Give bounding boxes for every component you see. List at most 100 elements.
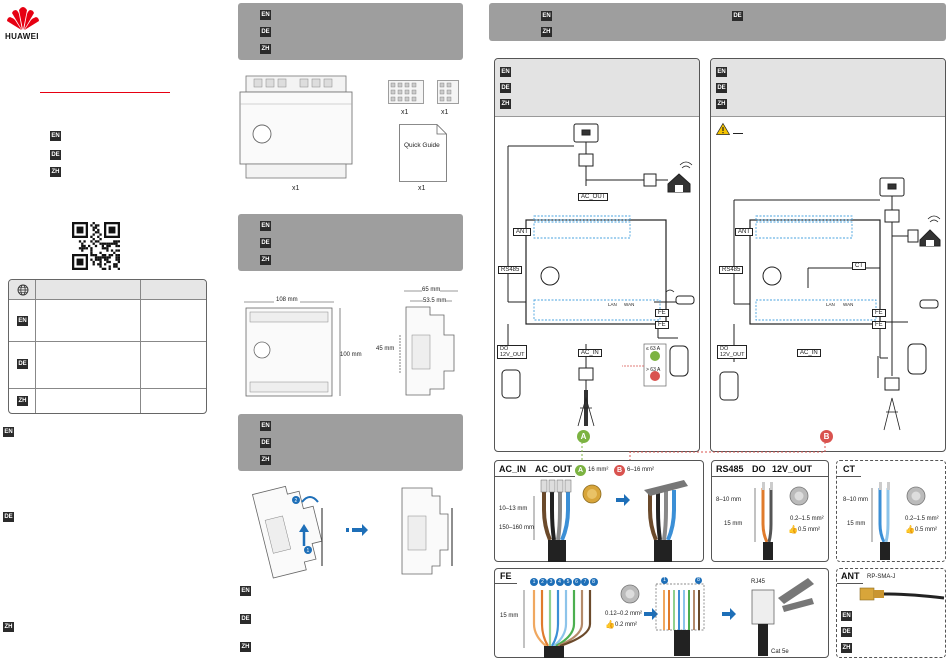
ct-thumb-icon: 👍 <box>905 525 915 534</box>
rs-strip-1: 8–10 mm <box>716 497 742 503</box>
fe-pin1-marker: 1 <box>661 577 668 584</box>
svg-text:2: 2 <box>295 498 298 504</box>
globe-icon <box>17 284 29 296</box>
ac-cable-drawing <box>533 479 688 562</box>
warning-rule <box>733 133 743 134</box>
fe-thumb-icon: 👍 <box>605 620 615 629</box>
b-fe-2: FE <box>872 321 886 329</box>
fe-title-bar <box>495 583 517 584</box>
install-tag-zh: ZH <box>260 455 271 465</box>
lang-tag-zh: ZH <box>50 167 61 177</box>
ant-tag-en: EN <box>841 611 852 621</box>
device-count: x1 <box>292 185 300 192</box>
ant-title-bar <box>837 583 863 584</box>
dim-depth-part: 53.5 mm <box>423 298 447 304</box>
b-fe-1: FE <box>872 309 886 317</box>
wiring-header: EN ZH DE <box>489 3 946 41</box>
ant-panel: ANT RP-SMA-J EN DE ZH <box>836 568 946 658</box>
terminal-b-count: x1 <box>441 109 449 116</box>
package-tag-en: EN <box>260 10 271 20</box>
fe-title: FE <box>500 571 512 581</box>
v12-title: 12V_OUT <box>772 464 813 474</box>
acin-title: AC_IN <box>499 464 527 474</box>
terminal-a-count: x1 <box>401 109 409 116</box>
table-row-en: EN <box>17 316 28 326</box>
dimensions-tag-de: DE <box>260 238 271 248</box>
fe-cable-drawing <box>523 578 814 658</box>
a-lan: LAN <box>608 302 617 307</box>
qr-code-image <box>72 222 120 270</box>
b-do-line2: 12V_OUT <box>720 352 745 358</box>
qr-code[interactable] <box>72 222 120 270</box>
fe-pin8-marker: 8 <box>695 577 702 584</box>
lang-tag-de: DE <box>50 150 61 160</box>
b-ct: CT <box>852 262 866 270</box>
acout-title: AC_OUT <box>535 464 573 474</box>
rs-size: 0.2–1.5 mm² <box>790 516 824 522</box>
fe-size: 0.12–0.2 mm² <box>605 611 643 617</box>
strip-length-1: 10–13 mm <box>499 506 528 512</box>
package-header: EN DE ZH <box>238 3 463 60</box>
b-ac-in: AC_IN <box>797 349 821 357</box>
bottom-tag-en: EN <box>240 586 251 596</box>
cat5e-label: Cat 5e <box>771 649 789 655</box>
scenario-a-tag-en: EN <box>500 67 511 77</box>
dimension-side-drawing <box>399 290 458 396</box>
language-table: EN DE ZH <box>8 279 207 414</box>
b-do-label: DO 12V_OUT <box>717 345 748 359</box>
warning-icon <box>715 122 731 135</box>
quick-guide-icon <box>399 124 447 182</box>
fe-pin-number: 6 <box>572 578 581 586</box>
dim-height: 100 mm <box>340 352 362 358</box>
quick-guide-count: x1 <box>418 185 426 192</box>
rs-thumb-icon: 👍 <box>788 525 798 534</box>
ant-type: RP-SMA-J <box>867 574 896 580</box>
install-tag-de: DE <box>260 438 271 448</box>
a-le63: ≤ 63 A <box>646 346 661 352</box>
ct-strip-2: 15 mm <box>847 521 866 527</box>
do-title: DO <box>752 464 766 474</box>
installation-header: EN DE ZH <box>238 414 463 471</box>
fe-pin-number: 8 <box>589 578 598 586</box>
scenario-b-header <box>711 59 945 117</box>
scenario-a-schematic <box>501 123 695 427</box>
table-row-zh: ZH <box>17 396 28 406</box>
section-tag-zh: ZH <box>3 622 14 632</box>
ct-title-bar <box>837 476 861 477</box>
scenario-b-schematic <box>719 177 941 431</box>
package-tag-zh: ZH <box>260 44 271 54</box>
ant-tag-de: DE <box>841 627 852 637</box>
rs-strip-2: 15 mm <box>724 521 743 527</box>
a-do-line2: 12V_OUT <box>500 352 525 358</box>
fe-pin-number: 3 <box>547 578 555 586</box>
marker-a[interactable]: A <box>577 430 590 443</box>
svg-text:1: 1 <box>307 548 310 554</box>
marker-a-small: A <box>575 465 586 476</box>
huawei-logo: HUAWEI <box>5 6 40 42</box>
scenario-a-tag-de: DE <box>500 83 511 93</box>
a-do-line1: DO <box>500 346 509 352</box>
fe-pin-number: 5 <box>564 578 572 586</box>
install-tag-en: EN <box>260 421 271 431</box>
wiring-tag-en: EN <box>541 11 552 21</box>
scenario-a-tag-zh: ZH <box>500 99 511 109</box>
title-underline <box>40 92 170 93</box>
table-header <box>9 280 206 300</box>
fe-pin-number: 1 <box>530 578 538 586</box>
ct-panel: CT 8–10 mm 15 mm 0.2–1.5 mm² 0.5 mm² 👍 <box>836 460 946 562</box>
fe-rec: 0.2 mm² <box>615 622 638 628</box>
dim-depth-total: 65 mm <box>422 287 441 293</box>
scenario-a-header <box>495 59 699 117</box>
section-tag-de: DE <box>3 512 14 522</box>
rs485-title: RS485 <box>716 464 744 474</box>
b-ant: ANT <box>735 228 753 236</box>
b-rs485: RS485 <box>719 266 744 274</box>
fe-pin-number: 7 <box>581 578 589 586</box>
a-fe-1: FE <box>655 309 669 317</box>
huawei-petals-icon <box>7 7 39 30</box>
lang-tag-en: EN <box>50 131 61 141</box>
acin-title-bar <box>495 476 575 477</box>
marker-b[interactable]: B <box>820 430 833 443</box>
a-rs485: RS485 <box>498 266 523 274</box>
